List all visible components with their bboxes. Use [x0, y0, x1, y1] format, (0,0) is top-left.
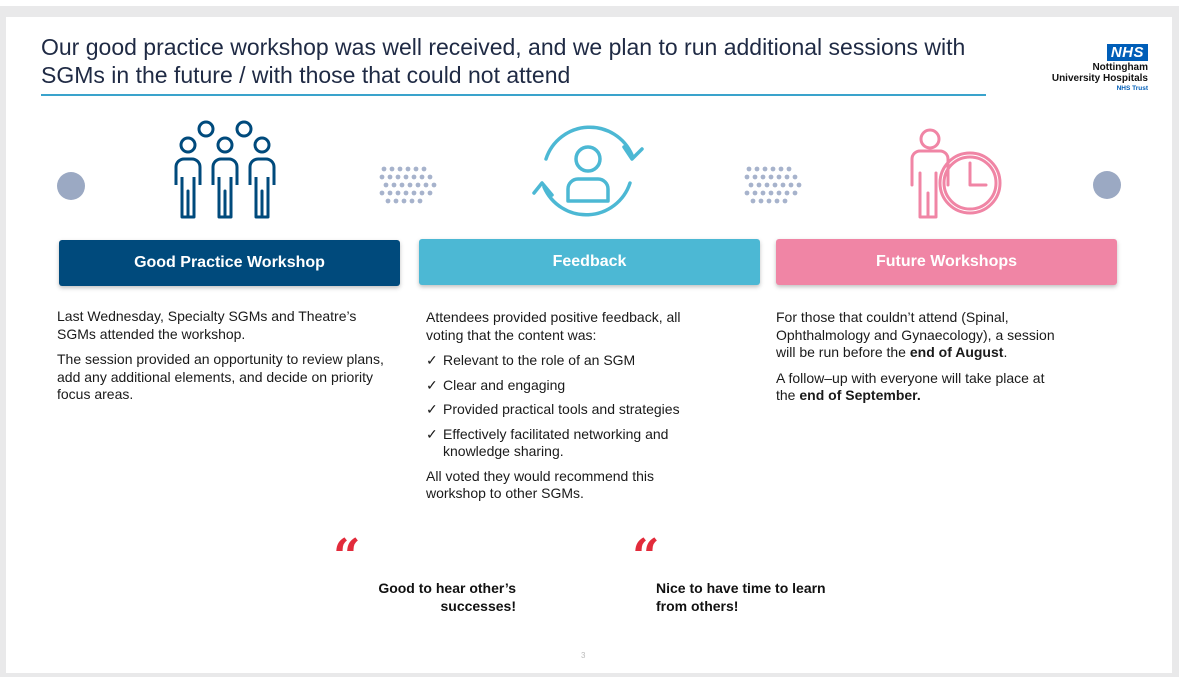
- nhs-logo-mark: NHS: [1106, 44, 1148, 61]
- checkmark-icon: ✓: [426, 376, 438, 393]
- dot-cluster-2: [744, 166, 802, 204]
- title-underline: [41, 94, 986, 96]
- good-practice-workshop-header: Good Practice Workshop: [59, 240, 400, 286]
- quote-1-line-2: successes!: [440, 597, 516, 614]
- top-strip: [0, 0, 1179, 6]
- feedback-description: Attendees provided positive feedback, al…: [426, 309, 716, 511]
- quote-mark-icon: “: [333, 529, 361, 585]
- quote-2: Nice to have time to learn from others!: [656, 580, 876, 615]
- slide: Our good practice workshop was well rece…: [6, 17, 1172, 673]
- dot-cluster-1: [379, 166, 437, 204]
- workshop-paragraph-1: Last Wednesday, Specialty SGMs and Theat…: [57, 308, 357, 342]
- end-of-september: end of September.: [799, 387, 921, 403]
- quote-2-line-2: from others!: [656, 597, 739, 614]
- list-item-text: Clear and engaging: [443, 376, 566, 393]
- feedback-list: ✓ Relevant to the role of an SGM ✓ Clear a…: [426, 352, 716, 461]
- workshop-description: Last Wednesday, Specialty SGMs and Theat…: [57, 308, 387, 412]
- person-clock-icon: [910, 128, 1002, 219]
- feedback-intro: Attendees provided positive feedback, al…: [426, 309, 681, 343]
- feedback-outro: All voted they would recommend this work…: [426, 467, 654, 502]
- list-item: ✓ Clear and engaging: [426, 377, 716, 395]
- people-group-icon: [174, 120, 276, 219]
- left-circle-decoration: [57, 172, 85, 200]
- quote-2-line-1: Nice to have time to learn: [656, 580, 826, 596]
- end-of-august: end of August: [909, 344, 1004, 360]
- quote-1: Good to hear other’s successes!: [356, 580, 516, 615]
- checkmark-icon: ✓: [426, 401, 438, 417]
- list-item-text: Effectively facilitated networking and k…: [443, 425, 669, 460]
- logo-line-2: University Hospitals: [1051, 73, 1148, 84]
- quote-1-line-1: Good to hear other’s: [378, 580, 516, 596]
- list-item: ✓ Effectively facilitated networking and …: [426, 426, 716, 461]
- future-workshops-description: For those that couldn’t attend (Spinal, …: [776, 309, 1061, 413]
- right-circle-decoration: [1093, 171, 1121, 199]
- future-paragraph-1: For those that couldn’t attend (Spinal, …: [776, 309, 1055, 360]
- future-paragraph-2: A follow–up with everyone will take plac…: [776, 369, 1045, 404]
- nhs-logo: NHS Nottingham University Hospitals NHS …: [1018, 44, 1148, 104]
- checkmark-icon: ✓: [426, 425, 438, 442]
- list-item-text: Provided practical tools and strategies: [443, 401, 680, 417]
- list-item: ✓ Provided practical tools and strategies: [426, 401, 716, 419]
- logo-line-1: Nottingham: [1092, 62, 1148, 73]
- logo-line-3: NHS Trust: [1116, 85, 1148, 92]
- future-workshops-header: Future Workshops: [776, 239, 1117, 285]
- slide-title: Our good practice workshop was well rece…: [41, 34, 966, 88]
- list-item-text: Relevant to the role of an SGM: [443, 352, 636, 368]
- page-number: 3: [581, 651, 586, 660]
- workshop-paragraph-2: The session provided an opportunity to r…: [57, 351, 384, 402]
- checkmark-icon: ✓: [426, 352, 438, 368]
- person-cycle-icon: [532, 125, 644, 217]
- list-item: ✓ Relevant to the role of an SGM: [426, 352, 716, 370]
- quote-mark-icon: “: [632, 529, 660, 585]
- feedback-header: Feedback: [419, 239, 760, 285]
